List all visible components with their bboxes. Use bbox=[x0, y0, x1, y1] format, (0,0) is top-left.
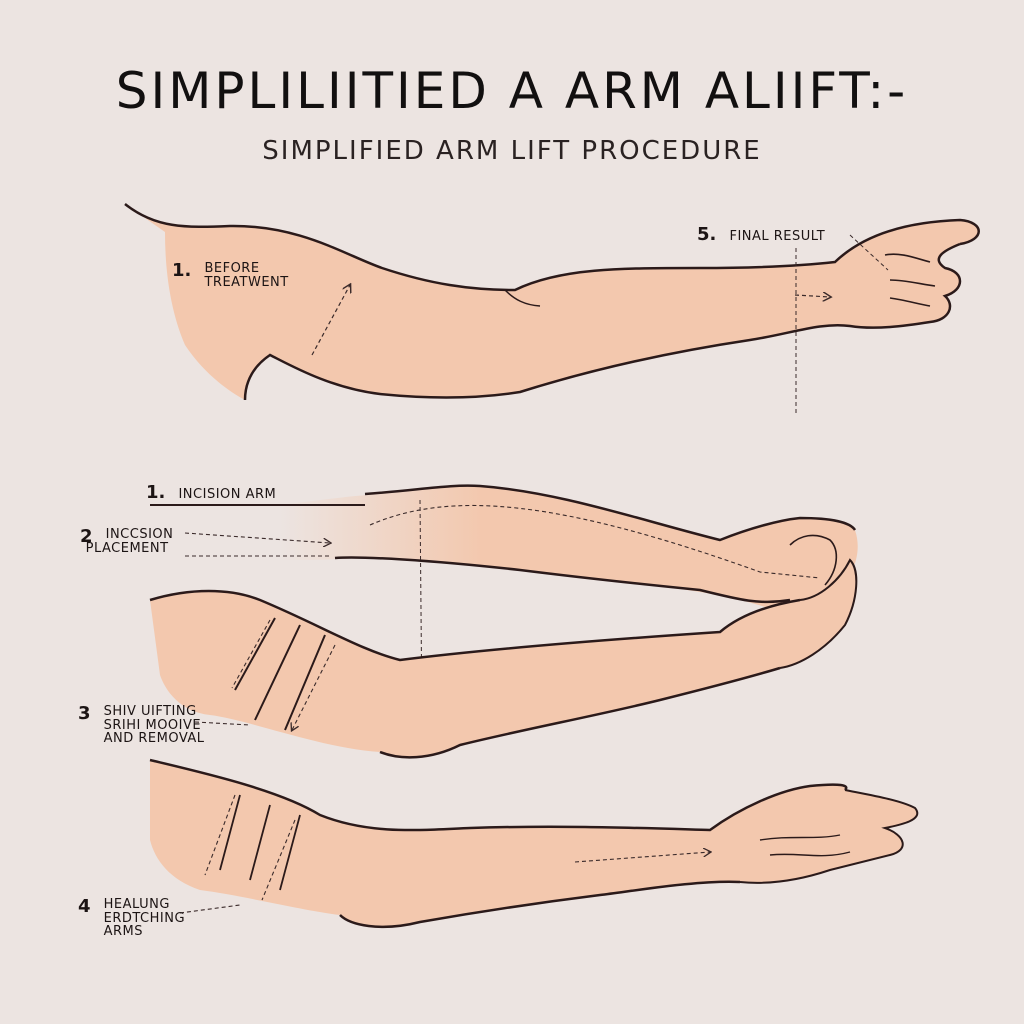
step-number: 5. bbox=[697, 224, 717, 245]
label-final-result: 5. FINAL RESULT bbox=[697, 224, 826, 245]
label-line: SRIHI MOOIVE bbox=[103, 717, 202, 733]
label-line: FINAL RESULT bbox=[729, 229, 826, 244]
label-healing: 4 HEALUNG ERDTCHING ARMS bbox=[78, 896, 186, 940]
label-incision-arm: 1. INCISION ARM bbox=[146, 482, 277, 503]
step-number: 2 bbox=[80, 526, 93, 547]
label-line: HEALUNG bbox=[103, 897, 170, 912]
label-line: INCCSION bbox=[105, 527, 174, 542]
step-number: 3 bbox=[78, 703, 91, 724]
step-number: 1. bbox=[172, 260, 192, 281]
label-line: AND REMOVAL bbox=[103, 731, 205, 747]
label-line: INCISION ARM bbox=[178, 487, 277, 502]
label-line: PLACEMENT bbox=[85, 540, 169, 556]
label-line: ARMS bbox=[103, 924, 144, 940]
label-line: ERDTCHING bbox=[103, 910, 186, 926]
label-incision-placement: 2 INCCSION PLACEMENT bbox=[80, 526, 174, 556]
label-before-treatment: 1. BEFORE TREATWENT bbox=[172, 260, 289, 290]
label-skin-lifting: 3 SHIV UIFTING SRIHI MOOIVE AND REMOVAL bbox=[78, 703, 205, 747]
label-line: SHIV UIFTING bbox=[103, 704, 197, 719]
page-subtitle: SIMPLIFIED ARM LIFT PROCEDURE bbox=[262, 136, 762, 166]
label-line: TREATWENT bbox=[204, 274, 289, 290]
arm-skin-lifting bbox=[149, 558, 858, 759]
label-line: BEFORE bbox=[204, 261, 260, 276]
arm-incision bbox=[150, 484, 858, 720]
arm-before bbox=[124, 203, 980, 415]
step-number: 1. bbox=[146, 482, 166, 503]
step-number: 4 bbox=[78, 896, 91, 917]
page-title: SIMPLILIITIED A ARM ALIIFT:- bbox=[115, 62, 909, 120]
arm-healing bbox=[149, 758, 919, 929]
